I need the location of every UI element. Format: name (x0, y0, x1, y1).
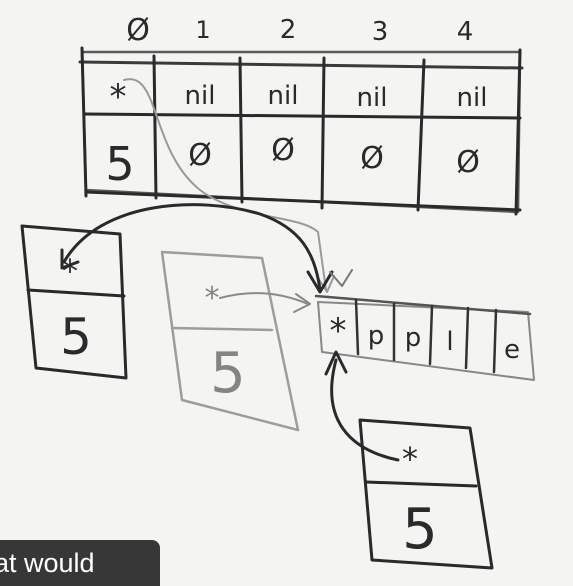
caption-text: at would (0, 548, 95, 578)
node-pointer-field: * (62, 252, 78, 290)
arrow-middle-node-to-string (219, 292, 309, 305)
node-divider (364, 480, 478, 488)
arrowhead (293, 293, 311, 313)
array-index-label: 2 (280, 15, 297, 45)
string-array-divider (354, 298, 360, 356)
node-outline (20, 224, 128, 380)
arrow-array-to-string (123, 78, 327, 291)
bucket-array (78, 46, 524, 216)
string-array-divider (464, 306, 470, 370)
array-divider (152, 54, 158, 200)
array-bottom-row: 5 Ø Ø Ø Ø (105, 133, 479, 191)
node-value-field: 5 (402, 497, 438, 562)
array-divider (416, 58, 426, 212)
string-cell: p (405, 323, 422, 353)
array-bottom-border (84, 190, 522, 212)
node-divider (170, 326, 274, 332)
node-value-field: 5 (210, 341, 246, 406)
node-outline (358, 418, 494, 570)
array-right-edge (514, 48, 522, 216)
array-left-edge (80, 46, 88, 198)
string-array-outline (317, 301, 535, 381)
array-cell-empty: Ø (360, 141, 384, 176)
string-array-divider (428, 304, 434, 366)
array-cell-empty: Ø (188, 138, 212, 173)
array-cell-nil: nil (457, 83, 488, 113)
node-pointer-field: * (402, 440, 418, 478)
arrowhead (60, 248, 80, 270)
video-caption: at would (0, 540, 160, 586)
arrow-left-node-to-string (62, 203, 322, 292)
string-array-divider (492, 308, 498, 374)
array-cell-nil: nil (268, 81, 299, 111)
array-top-border (78, 60, 524, 70)
node-divider (26, 288, 126, 298)
string-array-top (314, 294, 532, 316)
arrow-bottom-node-to-string (330, 358, 400, 462)
array-divider (238, 56, 244, 204)
array-cell-nil: nil (185, 81, 216, 111)
node-pointer-field: * (205, 281, 220, 316)
array-index-label: Ø (126, 13, 150, 48)
node-box-middle: * 5 (160, 250, 300, 432)
array-index-label: 4 (457, 17, 474, 47)
array-cell-empty: Ø (271, 133, 295, 168)
array-outline (80, 50, 522, 214)
node-value-field: 5 (60, 308, 92, 366)
pointer-arrows (60, 78, 400, 462)
arrowhead (317, 275, 335, 293)
string-array: * p p l e (314, 294, 535, 381)
string-cell: * (330, 311, 347, 351)
arrowhead (306, 270, 334, 294)
string-cell: e (504, 335, 520, 365)
array-top-row: * nil nil nil nil (110, 77, 488, 117)
array-cell-value: 5 (105, 137, 134, 191)
array-cell-empty: Ø (456, 145, 480, 180)
array-divider (320, 56, 326, 210)
array-cell-nil: nil (357, 83, 388, 113)
arrowhead (329, 269, 353, 287)
array-cell-pointer: * (110, 77, 127, 117)
string-cell: l (446, 327, 453, 357)
string-cell: p (368, 321, 385, 351)
array-index-labels: Ø 1 2 3 4 (126, 13, 473, 48)
array-mid-line (82, 112, 522, 120)
array-index-label: 1 (195, 16, 210, 44)
array-index-label: 3 (372, 17, 389, 47)
node-box-bottom: * 5 (358, 418, 494, 570)
node-outline (160, 250, 300, 432)
arrowhead (324, 350, 348, 376)
